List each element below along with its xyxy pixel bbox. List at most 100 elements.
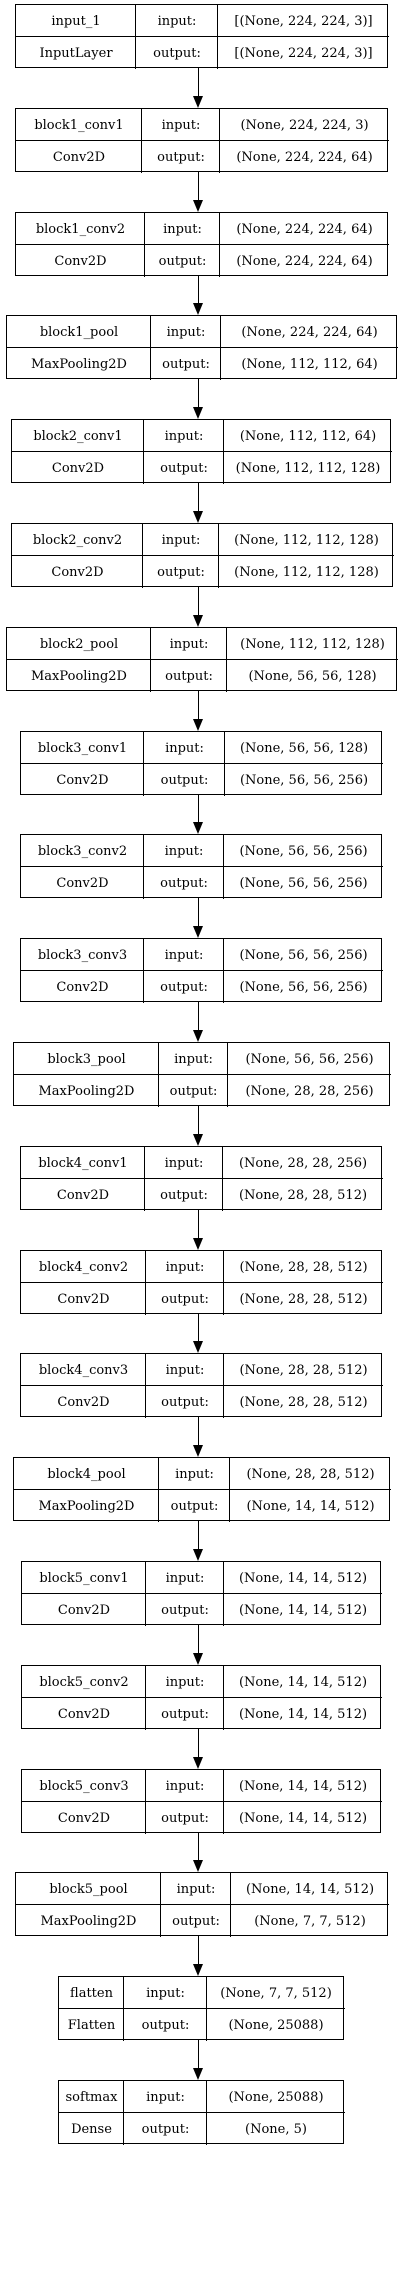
row-divider — [16, 140, 389, 141]
layer-type: MaxPooling2D — [38, 1083, 135, 1099]
cell-divider — [226, 628, 227, 692]
cell-divider — [206, 2081, 207, 2145]
cell-divider — [143, 939, 144, 1003]
edge-line — [197, 172, 199, 200]
input-label: input: — [146, 1985, 185, 2001]
output-shape: (None, 224, 224, 64) — [236, 149, 373, 165]
output-label: output: — [158, 253, 207, 269]
layer-type: Conv2D — [57, 1291, 110, 1307]
layer-type: MaxPooling2D — [31, 668, 127, 684]
arrow-head — [193, 1238, 203, 1250]
cell-divider — [145, 1354, 146, 1418]
input-label: input: — [165, 1259, 205, 1275]
output-label: output: — [161, 1291, 209, 1307]
input-label: input: — [175, 1466, 214, 1482]
output-shape: (None, 14, 14, 512) — [238, 1810, 368, 1826]
input-label: input: — [169, 636, 209, 652]
output-label: output: — [153, 45, 201, 61]
input-label: input: — [165, 1674, 205, 1690]
row-divider — [59, 2112, 345, 2113]
input-label: input: — [164, 1155, 204, 1171]
input-shape: (None, 14, 14, 512) — [238, 1674, 368, 1690]
layer-name: block5_pool — [49, 1881, 128, 1897]
input-label: input: — [164, 947, 204, 963]
output-label: output: — [169, 1083, 218, 1099]
edge-line — [197, 276, 199, 303]
layer-name: block5_conv3 — [39, 1778, 129, 1794]
cell-divider — [145, 1666, 146, 1730]
layer-type: Conv2D — [57, 1810, 111, 1826]
edge-line — [197, 68, 199, 96]
cell-divider — [144, 1147, 145, 1211]
input-shape: [(None, 224, 224, 3)] — [234, 13, 373, 29]
row-divider — [59, 2008, 345, 2009]
output-label: output: — [165, 668, 213, 684]
output-label: output: — [141, 2121, 190, 2137]
layer-type: Conv2D — [56, 875, 109, 891]
layer-name: block4_conv2 — [38, 1259, 129, 1275]
output-shape: (None, 28, 28, 512) — [238, 1187, 368, 1203]
arrow-head — [193, 1030, 203, 1042]
layer-name: block3_pool — [47, 1051, 126, 1067]
cell-divider — [123, 2081, 124, 2145]
layer-name: block1_pool — [39, 324, 119, 340]
row-divider — [7, 659, 398, 660]
output-shape: (None, 14, 14, 512) — [238, 1602, 368, 1618]
layer-type: Conv2D — [56, 772, 109, 788]
input-label: input: — [174, 1051, 213, 1067]
output-shape: (None, 56, 56, 256) — [239, 772, 369, 788]
layer-type: Conv2D — [56, 1187, 110, 1203]
output-label: output: — [170, 1498, 219, 1514]
edge-line — [197, 2040, 199, 2068]
cell-divider — [220, 316, 221, 380]
cell-divider — [224, 732, 225, 796]
output-shape: (None, 56, 56, 256) — [239, 979, 368, 995]
output-label: output: — [160, 772, 209, 788]
input-shape: (None, 56, 56, 128) — [239, 740, 369, 756]
input-label: input: — [161, 532, 201, 548]
output-label: output: — [157, 149, 205, 165]
row-divider — [12, 451, 392, 452]
layer-type: Conv2D — [57, 1602, 111, 1618]
edge-line — [197, 483, 199, 511]
arrow-head — [193, 1134, 203, 1146]
cell-divider — [150, 316, 151, 380]
layer-type: Conv2D — [52, 149, 106, 165]
cell-divider — [135, 5, 136, 69]
layer-type: InputLayer — [39, 45, 113, 61]
output-shape: (None, 112, 112, 128) — [235, 460, 381, 476]
cell-divider — [150, 628, 151, 692]
layer-name: block2_conv1 — [33, 428, 123, 444]
input-label: input: — [146, 2089, 185, 2105]
output-label: output: — [161, 1810, 209, 1826]
cell-divider — [217, 5, 218, 69]
layer-name: flatten — [70, 1985, 113, 2001]
output-label: output: — [161, 1706, 209, 1722]
edge-line — [197, 898, 199, 926]
cell-divider — [223, 420, 224, 484]
row-divider — [7, 347, 398, 348]
layer-name: block3_conv2 — [37, 843, 128, 859]
input-label: input: — [164, 428, 204, 444]
edge-line — [197, 795, 199, 822]
layer-name: block2_pool — [39, 636, 119, 652]
edge-line — [197, 379, 199, 407]
input-shape: (None, 28, 28, 512) — [246, 1466, 375, 1482]
row-divider — [21, 763, 383, 764]
input-label: input: — [165, 1570, 205, 1586]
output-label: output: — [141, 2017, 190, 2033]
input-shape: (None, 224, 224, 64) — [236, 221, 373, 237]
layer-type: Conv2D — [56, 979, 109, 995]
edge-line — [197, 1729, 199, 1757]
input-shape: (None, 25088) — [228, 2089, 324, 2105]
